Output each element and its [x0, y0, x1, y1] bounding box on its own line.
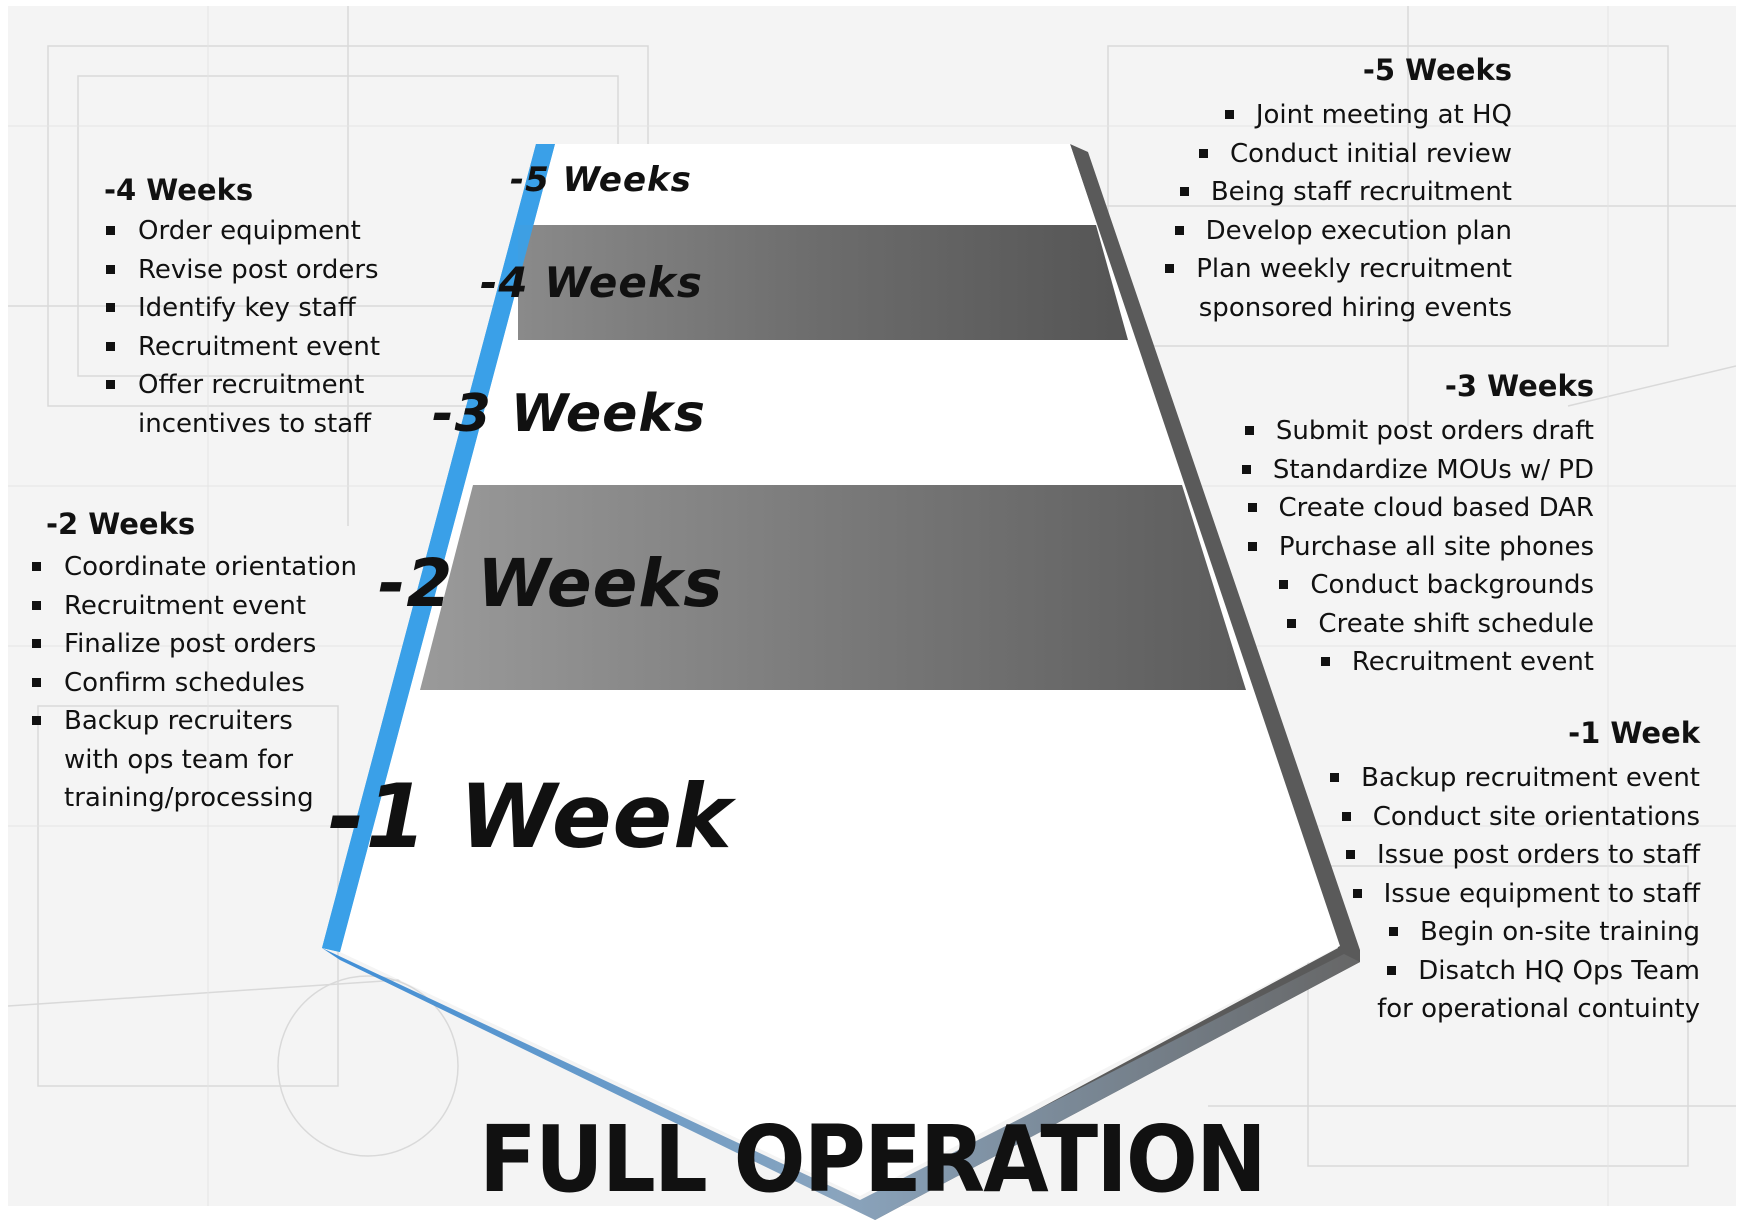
- band-label-3-weeks: -3 Weeks: [432, 384, 706, 444]
- group-minus-3-weeks: -3 Weeks Submit post orders draft Standa…: [1241, 368, 1594, 682]
- bullet-icon: [1247, 503, 1257, 512]
- list-item-continuation: training/processing: [64, 783, 314, 813]
- group-title: -5 Weeks: [1362, 53, 1512, 87]
- full-operation-title: FULL OPERATION: [478, 1106, 1267, 1213]
- list-item: Coordinate orientation: [30, 548, 357, 587]
- group-title: -4 Weeks: [104, 173, 254, 207]
- list-item: Conduct backgrounds: [1242, 566, 1594, 605]
- bullet-icon: [1179, 187, 1189, 196]
- bullet-icon: [1244, 426, 1254, 435]
- bullet-icon: [106, 264, 115, 274]
- list-item: Recruitment event: [1242, 643, 1594, 682]
- list-item: Backup recruiters: [30, 702, 357, 741]
- bullet-icon: [1387, 965, 1397, 975]
- band-label-4-weeks: -4 Weeks: [480, 258, 703, 307]
- list-item: Issue post orders to staff: [1330, 836, 1700, 875]
- band-label-5-weeks: -5 Weeks: [510, 160, 692, 200]
- bullet-icon: [1279, 580, 1289, 589]
- list-item-continuation: for operational contuinty: [1377, 994, 1700, 1024]
- list-item: Disatch HQ Ops Team: [1330, 952, 1700, 991]
- list-item-continuation: incentives to staff: [138, 408, 372, 439]
- list-item: Joint meeting at HQ: [1165, 96, 1512, 135]
- bullet-icon: [32, 639, 41, 648]
- list-item: Develop execution plan: [1165, 212, 1512, 251]
- list-item: Create shift schedule: [1242, 605, 1594, 644]
- list-item: Being staff recruitment: [1165, 173, 1512, 212]
- bullet-icon: [106, 226, 115, 235]
- list-item: Order equipment: [104, 212, 380, 251]
- bullet-icon: [32, 677, 41, 687]
- bullet-icon: [1352, 888, 1362, 898]
- group-title: -3 Weeks: [1444, 369, 1594, 403]
- list-item: Backup recruitment event: [1330, 759, 1700, 798]
- list-item: Submit post orders draft: [1242, 412, 1594, 451]
- list-item: Standardize MOUs w/ PD: [1241, 451, 1594, 490]
- list-item-continuation: sponsored hiring events: [1198, 292, 1512, 323]
- bullet-icon: [1198, 148, 1208, 158]
- bullet-icon: [1287, 618, 1297, 628]
- bullet-icon: [106, 341, 115, 351]
- bullet-icon: [1165, 264, 1175, 273]
- list-item: Issue equipment to staff: [1330, 875, 1700, 914]
- list-item: Confirm schedules: [30, 664, 357, 703]
- band-label-2-weeks: -2 Weeks: [378, 545, 724, 622]
- bullet-icon: [1341, 811, 1351, 821]
- list-item: Revise post orders: [104, 251, 380, 290]
- blueprint-lines: [8, 6, 1736, 1206]
- group-title: -2 Weeks: [46, 507, 196, 541]
- group-minus-5-weeks: -5 Weeks Joint meeting at HQ Conduct ini…: [1165, 52, 1512, 327]
- group-minus-4-weeks: -4 Weeks Order equipment Revise post ord…: [104, 172, 380, 443]
- bullet-icon: [32, 716, 41, 725]
- list-item: Identify key staff: [104, 289, 380, 328]
- bullet-icon: [1247, 541, 1257, 551]
- band-dark-4: [518, 225, 1128, 340]
- bullet-icon: [1224, 110, 1234, 119]
- bullet-icon: [1330, 773, 1340, 782]
- group-minus-2-weeks: -2 Weeks Coordinate orientation Recruitm…: [30, 506, 357, 818]
- list-item: Begin on-site training: [1330, 913, 1700, 952]
- bullet-icon: [1174, 225, 1184, 235]
- group-title: -1 Week: [1568, 716, 1700, 750]
- list-item: Create cloud based DAR: [1242, 489, 1594, 528]
- list-item: Plan weekly recruitment: [1165, 250, 1512, 289]
- bullet-icon: [1388, 927, 1398, 936]
- bullet-icon: [106, 303, 115, 312]
- list-item-continuation: with ops team for: [64, 744, 294, 775]
- list-item: Recruitment event: [104, 328, 380, 367]
- bullet-icon: [1320, 657, 1330, 666]
- bullet-icon: [1345, 850, 1355, 859]
- list-item: Recruitment event: [30, 587, 357, 626]
- bullet-icon: [106, 380, 115, 389]
- list-item: Finalize post orders: [30, 625, 357, 664]
- list-item: Purchase all site phones: [1242, 528, 1594, 567]
- list-item: Offer recruitment: [104, 366, 380, 405]
- band-label-1-week: -1 Week: [328, 765, 733, 868]
- bullet-icon: [32, 600, 41, 610]
- bullet-icon: [32, 562, 41, 571]
- band-dark-2: [420, 485, 1246, 690]
- list-item: Conduct site orientations: [1330, 798, 1700, 837]
- group-minus-1-week: -1 Week Backup recruitment event Conduct…: [1330, 715, 1700, 1029]
- list-item: Conduct initial review: [1165, 135, 1512, 174]
- bullet-icon: [1241, 464, 1251, 474]
- funnel-right-edge: [860, 144, 1360, 1220]
